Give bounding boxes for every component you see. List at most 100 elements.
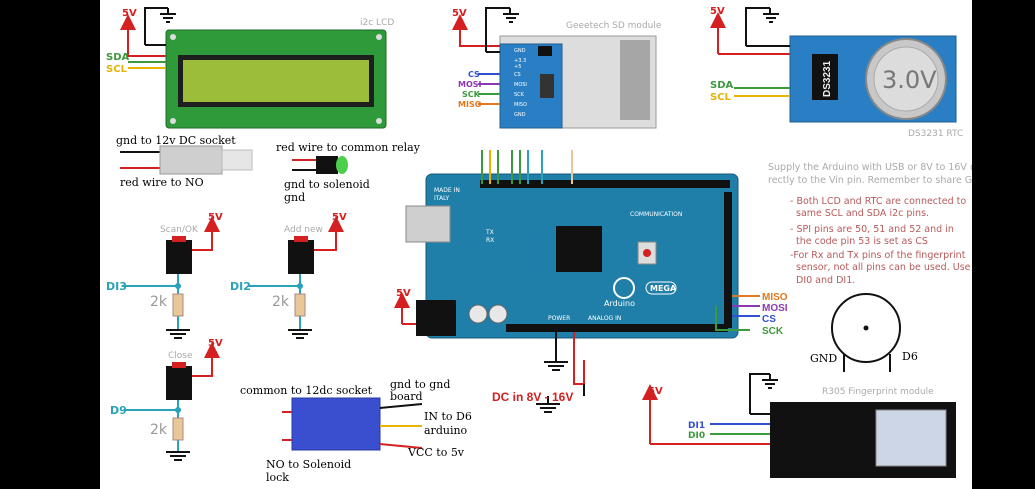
button-add-res: 2k bbox=[272, 294, 290, 310]
button-add-body bbox=[288, 240, 314, 274]
solenoid-gnd-line2: gnd bbox=[284, 191, 305, 204]
button-add-title: Add new bbox=[284, 225, 323, 235]
sd-miso-label: MISO bbox=[458, 100, 482, 109]
button-close-res: 2k bbox=[150, 422, 168, 438]
dc-socket bbox=[159, 145, 223, 175]
button-scan-body bbox=[166, 240, 192, 274]
notes-line-0: - Both LCD and RTC are connected to bbox=[790, 196, 966, 207]
button-add-pin: DI2 bbox=[230, 280, 251, 293]
relay-module bbox=[291, 397, 381, 451]
arduino-mosi: MOSI bbox=[762, 303, 788, 314]
arduino-cs: CS bbox=[762, 314, 776, 325]
buzzer-group: GND D6 bbox=[810, 293, 918, 372]
relay-gnd-line2: board bbox=[390, 390, 423, 403]
rtc-title: DS3231 RTC bbox=[908, 129, 963, 139]
arduino-dc-in: DC in 8V - 16V bbox=[492, 390, 573, 404]
sd-pin-4: MOSI bbox=[514, 82, 527, 88]
relay-common: common to 12dc socket bbox=[240, 384, 373, 397]
button-close-body bbox=[166, 366, 192, 400]
relay-no-line2: lock bbox=[266, 471, 289, 484]
notes-line-5: sensor, not all pins can be used. Use bbox=[796, 262, 971, 273]
arduino-made-in: MADE IN bbox=[434, 187, 460, 194]
arduino-power: POWER bbox=[548, 315, 570, 322]
notes-line-4: -For Rx and Tx pins of the fingerprint bbox=[790, 250, 966, 261]
sd-pin-5: SCK bbox=[514, 92, 525, 98]
button-close-group: Close 5V D9 2k bbox=[110, 338, 223, 461]
rtc-group: DS3231 3.0V DS3231 RTC 5V SDA SCL bbox=[710, 6, 963, 139]
socket-red-label: red wire to NO bbox=[120, 176, 204, 189]
lcd-5v-label: 5V bbox=[122, 8, 137, 19]
button-scan-5v: 5V bbox=[208, 212, 223, 223]
fingerprint-title: R305 Fingerprint module bbox=[822, 387, 934, 397]
arduino-analog: ANALOG IN bbox=[588, 315, 621, 322]
wiring-diagram: i2c LCD 5V SDA SCL Geeetech SD module 5V bbox=[100, 0, 972, 489]
relay-vcc: VCC to 5v bbox=[407, 446, 465, 459]
solenoid-gnd-line1: gnd to solenoid bbox=[284, 178, 370, 191]
sd-module-group: Geeetech SD module 5V CS MOSI SCK MISO G… bbox=[452, 7, 662, 129]
notes-line-1: same SCL and SDA i2c pins. bbox=[796, 208, 929, 219]
notes-line-6: DI0 and DI1. bbox=[796, 275, 855, 286]
dc-socket-group: gnd to 12v DC socket red wire to NO bbox=[116, 134, 253, 189]
sd-pin-1: +3.3 bbox=[514, 58, 526, 64]
solenoid-body bbox=[316, 156, 338, 174]
buzzer-body bbox=[831, 293, 901, 363]
notes-supply-line2: rectly to the Vin pin. Remember to share… bbox=[768, 175, 972, 186]
notes-supply-line1: Supply the Arduino with USB or 8V to 16V… bbox=[768, 162, 972, 173]
button-close-resistor bbox=[172, 417, 184, 441]
diagram-svg: i2c LCD 5V SDA SCL Geeetech SD module 5V bbox=[106, 6, 972, 484]
relay-in-line2: arduino bbox=[424, 424, 468, 437]
rtc-battery-label: 3.0V bbox=[882, 66, 937, 94]
sd-cs-label: CS bbox=[468, 70, 480, 79]
solenoid-group: red wire to common relay gnd to solenoid… bbox=[276, 141, 421, 204]
button-close-title: Close bbox=[168, 351, 193, 361]
arduino-model: MEGA bbox=[650, 284, 677, 293]
notes-line-3: the code pin 53 is set as CS bbox=[796, 236, 928, 247]
button-close-5v: 5V bbox=[208, 338, 223, 349]
button-scan-resistor bbox=[172, 293, 184, 317]
relay-no-line1: NO to Solenoid bbox=[266, 458, 351, 471]
lcd-screen bbox=[183, 60, 369, 102]
arduino-communication: COMMUNICATION bbox=[630, 211, 682, 218]
fingerprint-group: R305 Fingerprint module 5V DI1 DI0 bbox=[642, 373, 956, 478]
button-scan-title: Scan/OK bbox=[160, 225, 199, 235]
sd-5v-label: 5V bbox=[452, 8, 467, 19]
arduino-italy: ITALY bbox=[434, 195, 450, 202]
arduino-group: MADE IN ITALY COMMUNICATION TX RX Arduin… bbox=[394, 150, 788, 413]
arduino-usb bbox=[405, 205, 451, 243]
solenoid-red-label: red wire to common relay bbox=[276, 141, 421, 154]
button-scan-pin: DI3 bbox=[106, 280, 127, 293]
lcd-sda-label: SDA bbox=[106, 52, 130, 63]
arduino-dc-jack bbox=[416, 300, 456, 336]
relay-gnd-line1: gnd to gnd bbox=[390, 378, 450, 391]
notes-group: Supply the Arduino with USB or 8V to 16V… bbox=[768, 162, 972, 286]
arduino-sck: SCK bbox=[762, 326, 784, 337]
arduino-tx: TX bbox=[485, 229, 494, 236]
sd-title: Geeetech SD module bbox=[566, 21, 662, 31]
fingerprint-5v: 5V bbox=[648, 386, 663, 397]
rtc-scl-label: SCL bbox=[710, 92, 732, 103]
sd-pin-0: GND bbox=[514, 48, 526, 54]
rtc-chip-label: DS3231 bbox=[822, 60, 833, 97]
sd-pin-3: CS bbox=[514, 72, 521, 78]
button-add-group: Add new 5V DI2 2k bbox=[230, 212, 347, 339]
fingerprint-di0: DI0 bbox=[688, 431, 705, 441]
rtc-chip bbox=[812, 54, 838, 100]
sd-pin-6: MISO bbox=[514, 102, 527, 108]
button-scan-res: 2k bbox=[150, 294, 168, 310]
buzzer-gnd: GND bbox=[810, 352, 837, 365]
lcd-scl-label: SCL bbox=[106, 64, 128, 75]
arduino-rx: RX bbox=[486, 237, 494, 244]
button-scan-group: Scan/OK 5V DI3 2k bbox=[106, 212, 223, 339]
arduino-miso: MISO bbox=[762, 292, 788, 303]
arduino-logo: Arduino bbox=[604, 299, 635, 308]
notes-line-2: - SPI pins are 50, 51 and 52 and in bbox=[790, 224, 954, 235]
fingerprint-di1: DI1 bbox=[688, 421, 705, 431]
arduino-5v-label: 5V bbox=[396, 288, 411, 299]
rtc-5v-label: 5V bbox=[710, 6, 725, 17]
relay-in-line1: IN to D6 bbox=[424, 410, 472, 423]
arduino-mcu bbox=[556, 226, 602, 272]
button-add-5v: 5V bbox=[332, 212, 347, 223]
rtc-sda-label: SDA bbox=[710, 80, 734, 91]
sd-pin-2: +5 bbox=[514, 64, 521, 70]
fingerprint-window bbox=[875, 409, 947, 467]
